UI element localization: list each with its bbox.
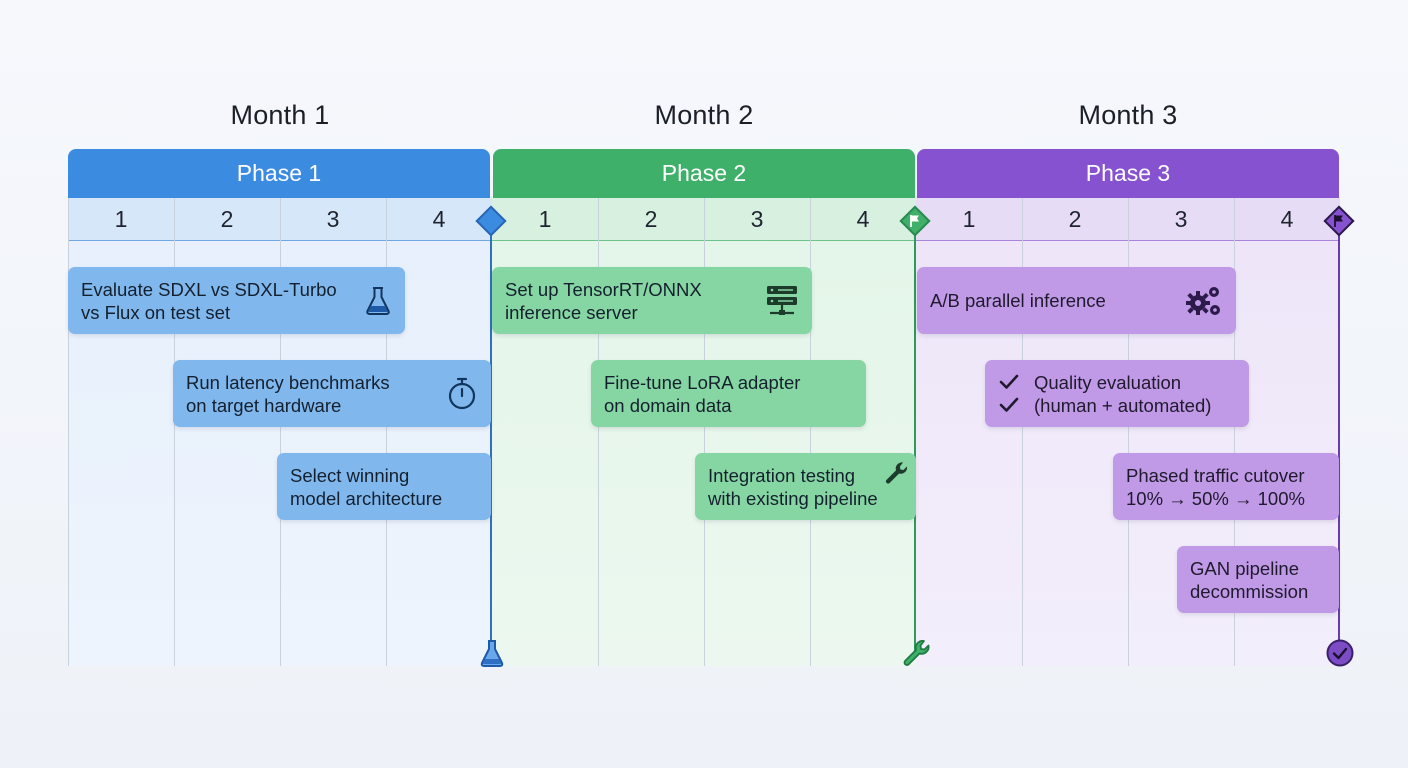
week-cell: 4 [432, 206, 446, 232]
task-lora-finetune[interactable]: Fine-tune LoRA adapter on domain data [591, 360, 866, 427]
grid-line [704, 198, 705, 666]
grid-line [1128, 198, 1129, 666]
task-tensorrt-server[interactable]: Set up TensorRT/ONNX inference server [492, 267, 812, 334]
wrench-icon [882, 459, 910, 487]
milestone-3-line [1338, 221, 1340, 651]
grid-line [174, 198, 175, 666]
phase-3-header: Phase 3 [917, 149, 1339, 198]
week-cell: 1 [114, 206, 128, 232]
task-label: Run latency benchmarks on target hardwar… [186, 371, 390, 416]
grid-line [280, 198, 281, 666]
milestone-3-flag-icon [1334, 215, 1343, 227]
task-label: GAN pipeline decommission [1190, 557, 1309, 602]
milestone-2-flag-icon [910, 215, 919, 227]
week-cell: 2 [644, 206, 658, 232]
task-gan-decommission[interactable]: GAN pipeline decommission [1177, 546, 1339, 613]
task-quality-evaluation[interactable]: Quality evaluation (human + automated) [985, 360, 1249, 427]
week-cell: 1 [962, 206, 976, 232]
week-cell: 3 [750, 206, 764, 232]
task-label: Set up TensorRT/ONNX inference server [505, 278, 702, 323]
week-cell: 4 [856, 206, 870, 232]
phase-2-header: Phase 2 [493, 149, 915, 198]
milestone-2-line [914, 221, 916, 651]
task-evaluate-models[interactable]: Evaluate SDXL vs SDXL-Turbo vs Flux on t… [68, 267, 405, 334]
grid-line [68, 198, 69, 666]
milestone-1-line [490, 221, 492, 651]
week-cell: 4 [1280, 206, 1294, 232]
week-cell: 1 [538, 206, 552, 232]
task-label: Fine-tune LoRA adapter on domain data [604, 371, 801, 416]
checkmarks-icon [998, 373, 1020, 414]
month-3-title: Month 3 [1078, 100, 1178, 130]
week-cell: 2 [1068, 206, 1082, 232]
grid-line [1234, 198, 1235, 666]
milestone-3-check-circle-icon [1326, 639, 1354, 667]
milestone-1-flask-icon [480, 640, 504, 667]
task-label: Phased traffic cutover 10% → 50% → 100% [1126, 464, 1305, 509]
week-cell: 2 [220, 206, 234, 232]
week-cell: 3 [1174, 206, 1188, 232]
milestone-2-wrench-icon [903, 640, 930, 666]
task-label: A/B parallel inference [930, 290, 1106, 311]
task-traffic-cutover[interactable]: Phased traffic cutover 10% → 50% → 100% [1113, 453, 1339, 520]
grid-line [810, 198, 811, 666]
server-icon [765, 284, 799, 318]
task-label: Evaluate SDXL vs SDXL-Turbo vs Flux on t… [81, 278, 337, 323]
month-1-title: Month 1 [230, 100, 330, 130]
flask-icon [364, 285, 392, 317]
task-integration-testing[interactable]: Integration testing with existing pipeli… [695, 453, 916, 520]
phase-1-header: Phase 1 [68, 149, 490, 198]
stopwatch-icon [446, 377, 478, 411]
task-select-model[interactable]: Select winning model architecture [277, 453, 491, 520]
month-2-title: Month 2 [654, 100, 754, 130]
task-label: Quality evaluation (human + automated) [1034, 371, 1212, 416]
grid-line [598, 198, 599, 666]
task-ab-inference[interactable]: A/B parallel inference [917, 267, 1236, 334]
grid-line [386, 198, 387, 666]
task-latency-benchmarks[interactable]: Run latency benchmarks on target hardwar… [173, 360, 491, 427]
grid-line [1022, 198, 1023, 666]
task-label: Select winning model architecture [290, 464, 443, 509]
week-cell: 3 [326, 206, 340, 232]
gears-icon [1185, 284, 1223, 318]
task-label: Integration testing with existing pipeli… [708, 464, 878, 509]
